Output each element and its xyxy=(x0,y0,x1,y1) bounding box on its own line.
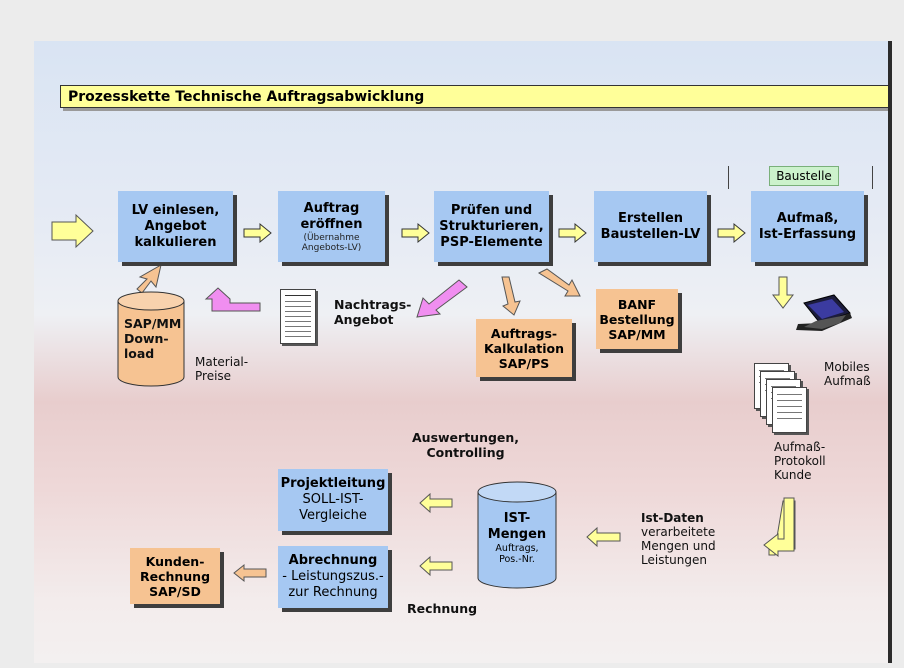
arrow-step-1-2 xyxy=(243,223,272,243)
arrow-to-nachtrag xyxy=(416,279,468,318)
arrow-step-2-3 xyxy=(401,223,430,243)
arrow-step-3-4 xyxy=(558,223,587,243)
nachtrags-angebot-label: Nachtrags-Angebot xyxy=(334,297,412,327)
arrow-mengen-to-projekt xyxy=(419,492,453,514)
arrow-to-kalkulation xyxy=(501,276,521,316)
cylinder-sapmm xyxy=(117,291,185,387)
cylinder-ist-mengen xyxy=(477,481,557,589)
slide: Prozesskette Technische Auftragsabwicklu… xyxy=(34,41,892,663)
entry-arrow xyxy=(51,213,94,249)
arrow-to-banf xyxy=(537,268,581,297)
protocol-doc-4 xyxy=(772,387,807,433)
baustelle-label: Baustelle xyxy=(769,166,839,186)
baustelle-tick-left xyxy=(728,166,729,189)
right-border xyxy=(888,41,892,663)
arrow-step-4-5 xyxy=(717,223,746,243)
arrow-mengen-to-abrechnung xyxy=(419,555,453,577)
arrow-sapmm-up xyxy=(136,264,162,294)
step-aufmass-ist-erfassung: Aufmaß,Ist-Erfassung xyxy=(751,191,864,262)
material-preise-label: Material-Preise xyxy=(195,355,249,383)
auswertungen-label: Auswertungen,Controlling xyxy=(412,430,520,460)
rechnung-label: Rechnung xyxy=(407,601,478,616)
arrow-return-magenta xyxy=(204,287,261,312)
laptop-icon xyxy=(796,294,852,331)
abrechnung-box: Abrechnung- Leistungszus.-zur Rechnung xyxy=(278,546,388,608)
ist-mengen-label: IST- Mengen Auftrags, Pos.-Nr. xyxy=(487,511,547,565)
arrow-l-shape xyxy=(763,497,795,558)
baustelle-tick-right xyxy=(872,166,873,189)
arrow-abrechnung-to-kunden xyxy=(233,563,267,583)
page-title: Prozesskette Technische Auftragsabwicklu… xyxy=(60,85,892,108)
connector-arrows xyxy=(51,213,852,589)
arrow-down-aufmass xyxy=(771,276,795,309)
nachtrag-document-icon xyxy=(280,289,316,344)
arrow-istdaten-to-mengen xyxy=(586,526,621,548)
